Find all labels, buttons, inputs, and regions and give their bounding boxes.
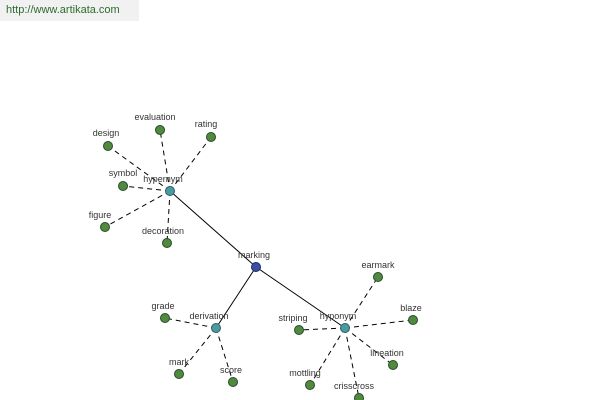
relation-label-hypernym[interactable]: hypernym [143,174,183,184]
term-label-evaluation[interactable]: evaluation [134,112,175,122]
term-label-crisscross[interactable]: crisscross [334,381,374,391]
term-label-earmark[interactable]: earmark [361,260,395,270]
edge-marking-hypernym [169,190,257,268]
term-label-mark[interactable]: mark [169,357,189,367]
relation-node-hyponym[interactable] [340,323,350,333]
term-label-blaze[interactable]: blaze [400,303,422,313]
edge-hypernym-rating [169,136,212,192]
edge-hypernym-evaluation [159,129,171,192]
relation-node-hypernym[interactable] [165,186,175,196]
term-node-score[interactable] [228,377,238,387]
center-label-marking[interactable]: marking [238,250,270,260]
edge-hyponym-earmark [344,276,379,329]
edge-hyponym-mottling [309,327,346,386]
edge-hypernym-symbol [122,185,171,192]
term-node-crisscross[interactable] [354,393,364,400]
term-node-rating[interactable] [206,132,216,142]
edge-derivation-score [215,327,234,383]
center-node-marking[interactable] [251,262,261,272]
term-node-symbol[interactable] [118,181,128,191]
term-node-earmark[interactable] [373,272,383,282]
relation-label-hyponym[interactable]: hyponym [320,311,357,321]
term-label-grade[interactable]: grade [151,301,174,311]
term-label-decoration[interactable]: decoration [142,226,184,236]
term-label-design[interactable]: design [93,128,120,138]
site-url-link[interactable]: http://www.artikata.com [6,4,120,16]
url-bar: http://www.artikata.com [0,0,139,21]
edge-hypernym-design [107,145,171,192]
term-label-rating[interactable]: rating [195,119,218,129]
term-label-lineation[interactable]: lineation [370,348,404,358]
term-label-symbol[interactable]: symbol [109,168,138,178]
term-node-figure[interactable] [100,222,110,232]
edge-hyponym-crisscross [344,327,360,399]
term-node-decoration[interactable] [162,238,172,248]
relation-label-derivation[interactable]: derivation [189,311,228,321]
term-node-mark[interactable] [174,369,184,379]
edge-marking-hyponym [255,266,346,329]
term-label-mottling[interactable]: mottling [289,368,321,378]
edge-marking-derivation [215,266,257,329]
edge-hyponym-striping [298,327,346,331]
term-node-lineation[interactable] [388,360,398,370]
edge-derivation-mark [178,327,217,375]
edge-hyponym-blaze [344,319,414,329]
edge-hyponym-lineation [344,327,394,366]
edge-hypernym-figure [104,190,171,228]
term-node-grade[interactable] [160,313,170,323]
term-node-evaluation[interactable] [155,125,165,135]
term-label-figure[interactable]: figure [89,210,112,220]
term-node-blaze[interactable] [408,315,418,325]
term-node-mottling[interactable] [305,380,315,390]
relation-node-derivation[interactable] [211,323,221,333]
term-node-design[interactable] [103,141,113,151]
term-label-score[interactable]: score [220,365,242,375]
term-label-striping[interactable]: striping [278,313,307,323]
term-node-striping[interactable] [294,325,304,335]
